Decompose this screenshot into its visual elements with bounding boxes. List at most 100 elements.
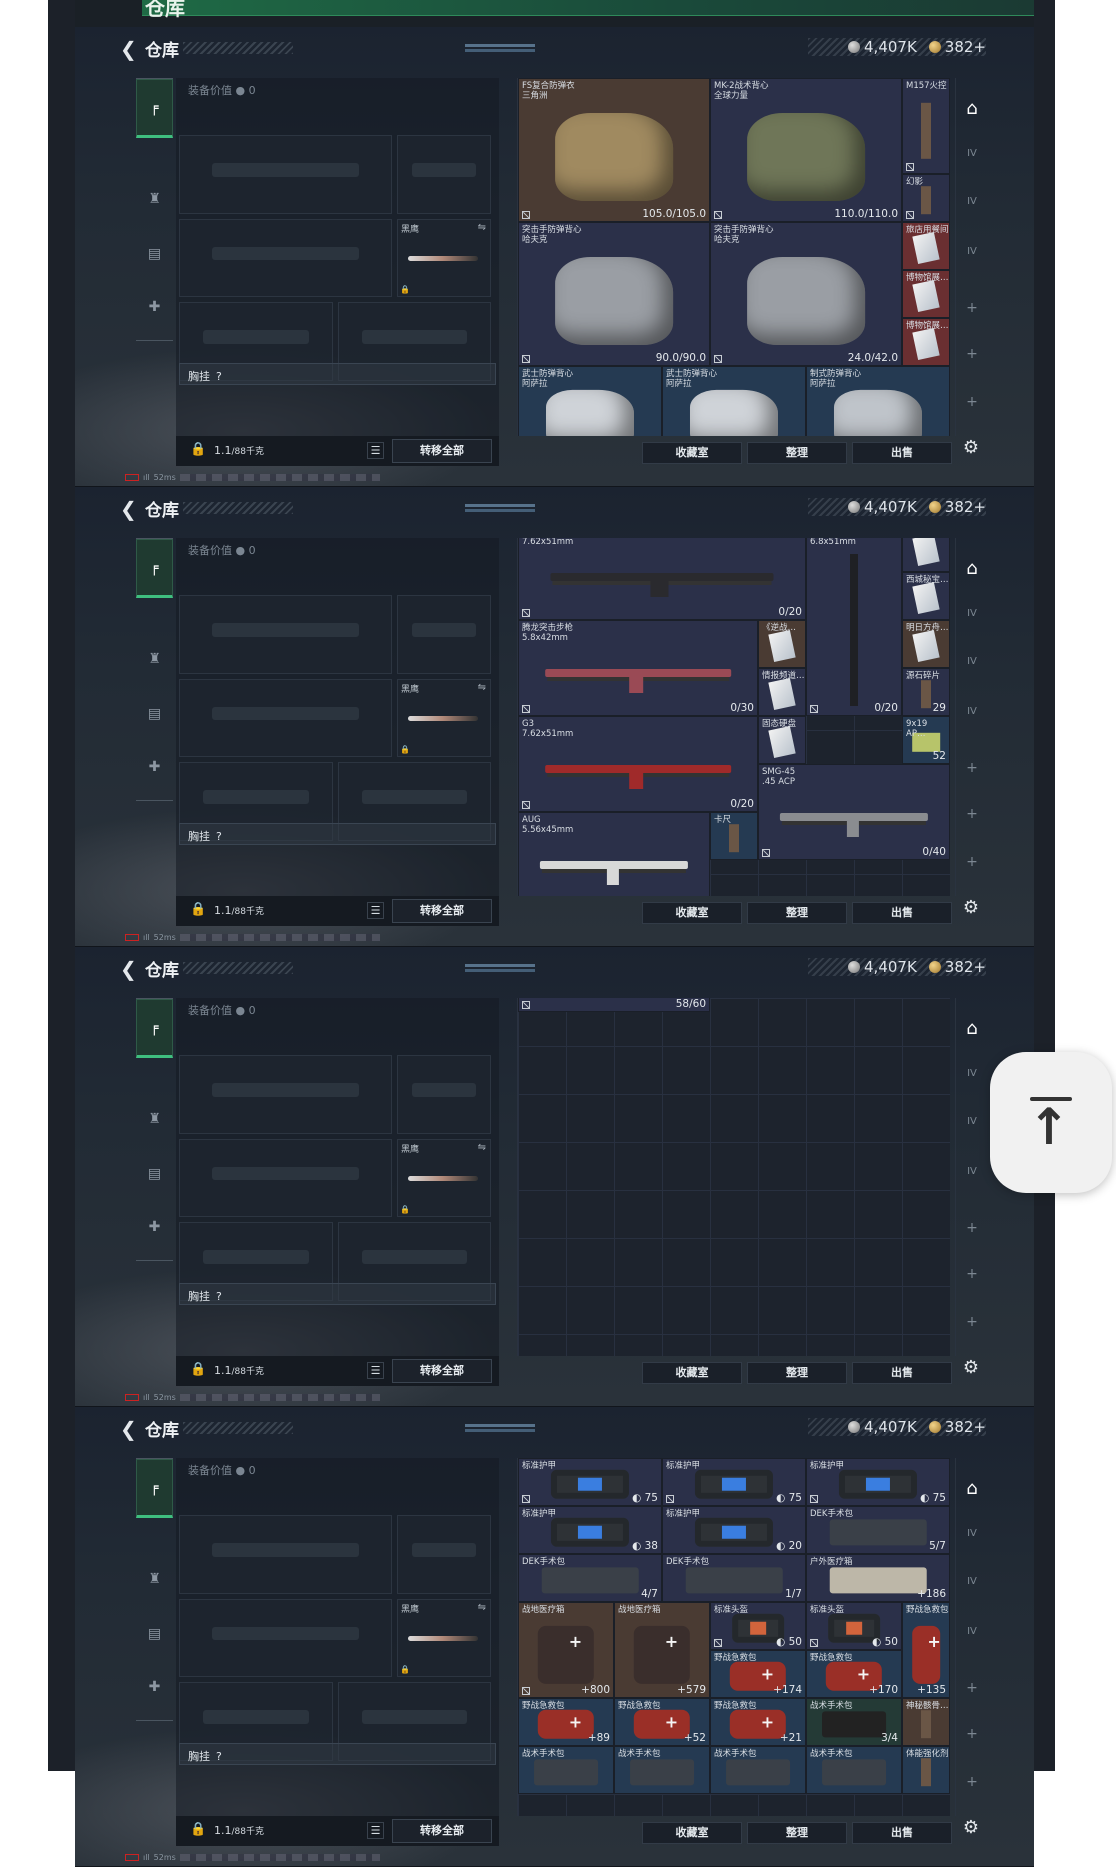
sort-button[interactable]: 整理 xyxy=(747,442,847,464)
stash-tab-3[interactable]: IV xyxy=(956,706,988,717)
melee-slot[interactable]: 黑鹰⇋🔒 xyxy=(397,1599,491,1677)
stash-item[interactable]: 标准护甲◐ 38 xyxy=(518,1506,662,1554)
gear-icon[interactable]: ⚙ xyxy=(962,1817,980,1838)
warehouse-icon[interactable]: ⌂ xyxy=(966,1018,978,1039)
stash-item[interactable]: 标准护甲◐ 20 xyxy=(662,1506,806,1554)
tab-backpack[interactable]: ▤ xyxy=(136,694,173,734)
list-icon[interactable]: ☰ xyxy=(367,902,384,919)
stash-item[interactable]: 野战急救包+52 xyxy=(614,1698,710,1746)
stash-item[interactable]: 西城秘宝… xyxy=(902,572,950,620)
help-icon[interactable]: ? xyxy=(216,1290,222,1303)
collection-room-button[interactable]: 收藏室 xyxy=(642,442,742,464)
gear-icon[interactable]: ⚙ xyxy=(962,897,980,918)
add-stash-tab-button[interactable]: + xyxy=(966,300,978,316)
swap-icon[interactable]: ⇋ xyxy=(477,1142,486,1153)
gear-icon[interactable]: ⚙ xyxy=(962,437,980,458)
melee-slot[interactable]: 黑鹰⇋🔒 xyxy=(397,1139,491,1217)
help-icon[interactable]: ? xyxy=(216,370,222,383)
tab-pistol[interactable]: ╒ xyxy=(136,999,173,1058)
add-stash-tab-button[interactable]: + xyxy=(966,1680,978,1696)
tab-helmet[interactable]: ♜ xyxy=(136,1099,173,1139)
add-stash-tab-button[interactable]: + xyxy=(966,806,978,822)
stash-item[interactable]: 标准头盔◐ 50 xyxy=(710,1602,806,1650)
chevron-left-icon[interactable]: ❮ xyxy=(120,497,137,521)
tab-helmet[interactable]: ♜ xyxy=(136,179,173,219)
warehouse-icon[interactable]: ⌂ xyxy=(966,98,978,119)
swap-icon[interactable]: ⇋ xyxy=(477,682,486,693)
pistol-slot[interactable] xyxy=(397,1515,491,1594)
transfer-all-button[interactable]: 转移全部 xyxy=(392,439,492,463)
melee-slot[interactable]: 黑鹰⇋🔒 xyxy=(397,679,491,757)
sort-button[interactable]: 整理 xyxy=(747,1822,847,1844)
stash-grid[interactable]: SR-257.62x51mm0/20M76.8x51mm0/20西城秘宝…腾龙突… xyxy=(517,538,950,896)
stash-item[interactable]: 卡尺 xyxy=(710,812,758,860)
stash-item[interactable]: 战术手术包 xyxy=(710,1746,806,1794)
melee-slot[interactable]: 黑鹰⇋🔒 xyxy=(397,219,491,297)
stash-item[interactable]: 战术手术包 xyxy=(806,1746,902,1794)
stash-tab-1[interactable]: IV xyxy=(956,608,988,619)
chest-rig-slot[interactable]: 胸挂? xyxy=(179,1743,496,1765)
stash-item[interactable]: 标准护甲◐ 75 xyxy=(662,1458,806,1506)
stash-item[interactable]: 标准头盔◐ 50 xyxy=(806,1602,902,1650)
secondary-weapon-slot[interactable] xyxy=(179,1139,392,1217)
tab-pistol[interactable]: ╒ xyxy=(136,79,173,138)
transfer-all-button[interactable]: 转移全部 xyxy=(392,1359,492,1383)
stash-item[interactable]: 58/60 xyxy=(518,998,710,1012)
chest-rig-slot[interactable]: 胸挂? xyxy=(179,1283,496,1305)
stash-tab-2[interactable]: IV xyxy=(956,1116,988,1127)
list-icon[interactable]: ☰ xyxy=(367,442,384,459)
scroll-to-top-button[interactable]: ↑ xyxy=(990,1052,1112,1193)
add-stash-tab-button[interactable]: + xyxy=(966,1266,978,1282)
stash-item[interactable]: 明日方舟… xyxy=(902,620,950,668)
stash-tab-1[interactable]: IV xyxy=(956,148,988,159)
primary-weapon-slot[interactable] xyxy=(179,595,392,674)
chevron-left-icon[interactable]: ❮ xyxy=(120,957,137,981)
swap-icon[interactable]: ⇋ xyxy=(477,222,486,233)
stash-item[interactable]: 战术手术包 xyxy=(614,1746,710,1794)
primary-weapon-slot[interactable] xyxy=(179,1515,392,1594)
collection-room-button[interactable]: 收藏室 xyxy=(642,1822,742,1844)
pistol-slot[interactable] xyxy=(397,1055,491,1134)
chest-rig-slot[interactable]: 胸挂? xyxy=(179,363,496,385)
secondary-weapon-slot[interactable] xyxy=(179,1599,392,1677)
list-icon[interactable]: ☰ xyxy=(367,1822,384,1839)
secondary-weapon-slot[interactable] xyxy=(179,679,392,757)
stash-item[interactable]: 体能强化剂 xyxy=(902,1746,950,1794)
sell-button[interactable]: 出售 xyxy=(852,442,952,464)
tab-medkit[interactable]: ✚ xyxy=(136,747,173,787)
tab-backpack[interactable]: ▤ xyxy=(136,234,173,274)
help-icon[interactable]: ? xyxy=(216,830,222,843)
add-stash-tab-button[interactable]: + xyxy=(966,760,978,776)
sort-button[interactable]: 整理 xyxy=(747,1362,847,1384)
stash-item[interactable]: 户外医疗箱+186 xyxy=(806,1554,950,1602)
sell-button[interactable]: 出售 xyxy=(852,1822,952,1844)
stash-tab-3[interactable]: IV xyxy=(956,246,988,257)
sell-button[interactable]: 出售 xyxy=(852,1362,952,1384)
primary-weapon-slot[interactable] xyxy=(179,1055,392,1134)
tab-backpack[interactable]: ▤ xyxy=(136,1614,173,1654)
transfer-all-button[interactable]: 转移全部 xyxy=(392,899,492,923)
stash-item[interactable]: 野战急救包+174 xyxy=(710,1650,806,1698)
stash-item[interactable]: 《逆战… xyxy=(758,620,806,668)
stash-item[interactable]: 野战急救包+170 xyxy=(806,1650,902,1698)
chest-rig-slot[interactable]: 胸挂? xyxy=(179,823,496,845)
tab-medkit[interactable]: ✚ xyxy=(136,1207,173,1247)
stash-item[interactable]: 情报频道… xyxy=(758,668,806,716)
stash-item[interactable]: 神秘骸骨… xyxy=(902,1698,950,1746)
add-stash-tab-button[interactable]: + xyxy=(966,1220,978,1236)
list-icon[interactable]: ☰ xyxy=(367,1362,384,1379)
sort-button[interactable]: 整理 xyxy=(747,902,847,924)
stash-item[interactable]: 武士防弹背心阿萨拉 xyxy=(662,366,806,436)
